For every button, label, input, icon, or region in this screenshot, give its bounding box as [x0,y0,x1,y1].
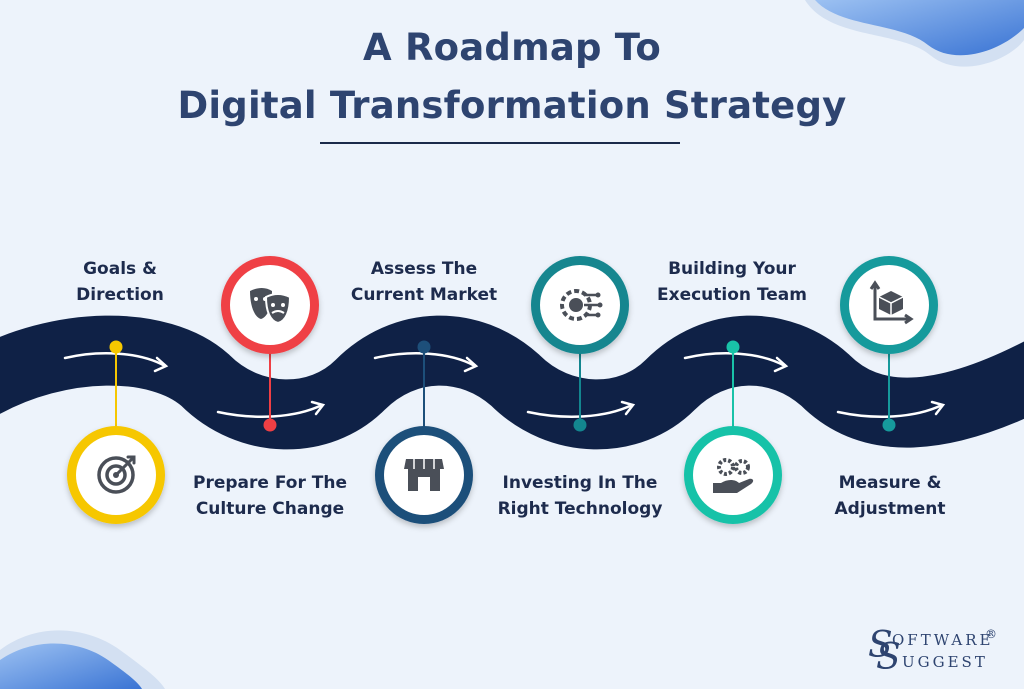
step-2-label-line1: Prepare For The [193,473,347,493]
decorative-blob-top-right [805,0,1024,67]
logo-word-oftware: OFTWARE [892,631,994,649]
step-2-label: Prepare For The Culture Change [170,470,370,522]
step-1-label-line1: Goals & [83,259,157,279]
storefront-icon [404,459,444,491]
step-1-badge [67,426,165,524]
step-5-road-dot [726,340,740,354]
circuit-gear-icon [560,289,603,321]
softwaresuggest-logo: S OFTWARE ® S UGGEST [868,625,998,678]
step-2-road-dot [263,418,277,432]
step-3-label-line2: Current Market [350,285,498,305]
page-title-line2: Digital Transformation Strategy [177,84,847,127]
step-1-label-line2: Direction [76,285,164,305]
logo-word-uggest: UGGEST [902,653,988,671]
step-3-badge [375,426,473,524]
step-5-badge [684,426,782,524]
step-6-badge [840,256,938,354]
page-title-line1: A Roadmap To [363,26,661,69]
gears-hand-icon [713,458,754,493]
step-6-label-line1: Measure & [838,473,942,493]
step-4-label: Investing In The Right Technology [480,470,680,522]
step-2-badge [221,256,319,354]
step-4-label-line2: Right Technology [497,499,663,519]
step-5-label-line1: Building Your [668,259,796,279]
decorative-blob-bottom-left [0,630,165,689]
step-connectors [109,340,896,432]
title-underline [320,142,680,144]
step-5-label-line2: Execution Team [657,285,807,305]
step-4-badge [531,256,629,354]
road-path [0,315,1024,450]
step-2-label-line2: Culture Change [195,499,345,519]
step-6-road-dot [882,418,896,432]
step-badges [67,256,938,524]
step-5-label: Building Your Execution Team [632,256,832,308]
road-arrows [63,352,946,418]
step-4-road-dot [573,418,587,432]
theater-masks-icon [250,288,292,325]
step-4-label-line1: Investing In The [502,473,658,493]
step-3-label: Assess The Current Market [324,256,524,308]
step-3-label-line1: Assess The [370,259,478,279]
logo-registered-mark: ® [985,627,997,641]
target-icon [97,455,136,494]
logo-initial-s2: S [876,637,901,678]
step-1-road-dot [109,340,123,354]
3d-box-axes-icon [869,280,914,325]
step-6-label: Measure & Adjustment [790,470,990,522]
logo-initial-s1: S [868,625,893,666]
step-6-label-line2: Adjustment [834,499,946,519]
step-3-road-dot [417,340,431,354]
step-1-label: Goals & Direction [20,256,220,308]
